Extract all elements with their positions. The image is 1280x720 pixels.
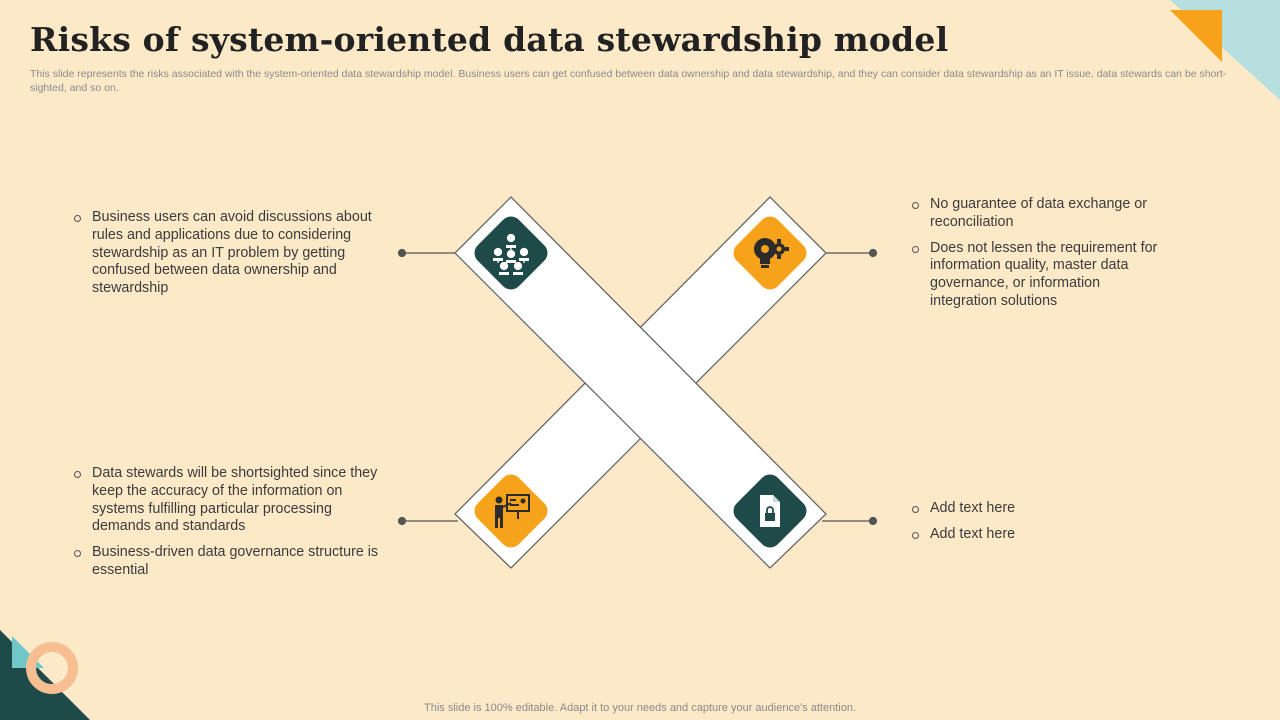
list-item: Add text here [910,526,1170,544]
locked-document-icon [733,474,807,548]
connector-lines [397,248,878,526]
risk-list-bottom-right: Add text here Add text here [910,500,1170,552]
page-title: Risks of system-oriented data stewardshi… [30,20,949,59]
corner-decoration-top-right [1170,0,1280,100]
page-subtitle: This slide represents the risks associat… [30,68,1227,94]
risk-list-bottom-left: Data stewards will be shortsighted since… [72,465,392,588]
risk-list-top-right: No guarantee of data exchange or reconci… [910,196,1170,319]
list-item: Business users can avoid discussions abo… [72,209,392,298]
team-network-icon [474,216,548,290]
lightbulb-gear-icon [733,216,807,290]
list-item: No guarantee of data exchange or reconci… [910,196,1170,232]
corner-decoration-bottom-left [0,630,90,720]
presenter-board-icon [474,474,548,548]
footer-note: This slide is 100% editable. Adapt it to… [424,702,856,714]
list-item: Add text here [910,500,1170,518]
list-item: Does not lessen the requirement for info… [910,240,1170,311]
diagonal-band-descending [454,196,827,569]
risk-list-top-left: Business users can avoid discussions abo… [72,209,392,306]
list-item: Data stewards will be shortsighted since… [72,465,392,536]
list-item: Business-driven data governance structur… [72,544,392,580]
